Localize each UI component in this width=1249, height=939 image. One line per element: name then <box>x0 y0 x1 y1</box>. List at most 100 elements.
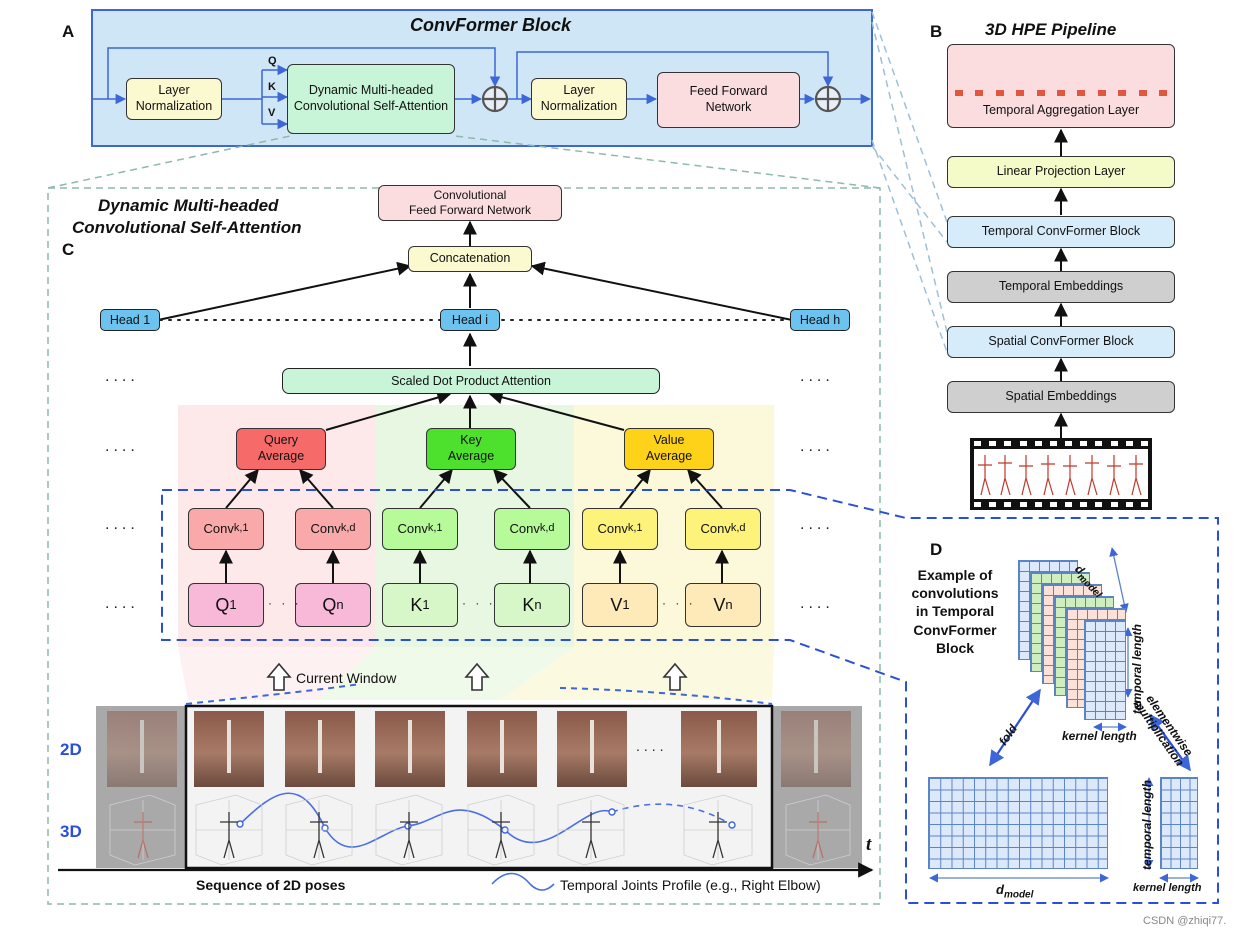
dmcsa-box: Dynamic Multi-headed Convolutional Self-… <box>287 64 455 134</box>
filmstrip-holes-bottom <box>974 502 1148 507</box>
current-window-label: Current Window <box>296 670 397 686</box>
value-conv-k1-base: Conv <box>597 520 628 536</box>
ellipsis-k: · · · <box>462 596 496 610</box>
q-label: Q <box>268 55 277 67</box>
d-model-bottom-base: d <box>996 882 1004 897</box>
query-conv-kd-sub: k,d <box>340 522 356 535</box>
ellipsis-left-3: .... <box>105 516 139 533</box>
convformer-block-title: ConvFormer Block <box>410 15 572 35</box>
layer-norm-2: Layer Normalization <box>531 78 627 120</box>
query-input-n-base: Q <box>322 594 337 615</box>
add-node-1 <box>481 85 509 113</box>
value-input-n-sub: n <box>725 596 733 612</box>
filmstrip-holes-top <box>974 441 1148 446</box>
panel-letter-d: D <box>930 540 943 559</box>
temporal-length-label-bottom: temporal length <box>1140 779 1154 870</box>
query-average: Query Average <box>236 428 326 470</box>
ellipsis-left-2: .... <box>105 438 139 455</box>
ellipsis-v: · · · <box>662 596 696 610</box>
query-input-1-sub: 1 <box>229 596 237 612</box>
d-model-bottom-sub: model <box>1003 889 1034 901</box>
d-model-label-bottom: dmodel <box>996 882 1033 901</box>
ellipsis-right-3: .... <box>800 516 834 533</box>
key-input-n-base: K <box>522 594 535 615</box>
panel-letter-a: A <box>62 22 75 41</box>
key-input-n-sub: n <box>534 596 542 612</box>
query-conv-k1-base: Conv <box>203 520 234 536</box>
value-average: Value Average <box>624 428 714 470</box>
conv-ffn-box: Convolutional Feed Forward Network <box>378 185 562 221</box>
concatenation-box: Concatenation <box>408 246 532 272</box>
head-i: Head i <box>440 309 500 331</box>
dmcsa-title-line1: Dynamic Multi-headed <box>98 196 279 215</box>
pipeline-title: 3D HPE Pipeline <box>985 20 1117 39</box>
key-conv-kd-sub: k,d <box>539 522 555 535</box>
ellipsis-right-2: .... <box>800 438 834 455</box>
frame-2d-6 <box>681 711 757 787</box>
ellipsis-right-1: .... <box>800 368 834 385</box>
v-label: V <box>268 107 276 119</box>
value-conv-k1-sub: k,1 <box>627 522 643 535</box>
ellipsis-q: · · · <box>268 596 302 610</box>
k-label: K <box>268 81 276 93</box>
value-conv-kd-sub: k,d <box>730 522 746 535</box>
joints-profile-label: Temporal Joints Profile (e.g., Right Elb… <box>560 877 821 893</box>
query-conv-kd-base: Conv <box>310 520 341 536</box>
key-conv-kd-base: Conv <box>509 520 540 536</box>
head-1: Head 1 <box>100 309 160 331</box>
kernel-length-label-bottom: kernel length <box>1133 882 1202 894</box>
value-input-1-base: V <box>610 594 623 615</box>
frame-2d-3 <box>375 711 445 787</box>
ellipsis-frames: .... <box>636 738 668 754</box>
frame-2d-outside-right <box>781 711 851 787</box>
scaled-dot-product-attention: Scaled Dot Product Attention <box>282 368 660 394</box>
sequence-label: Sequence of 2D poses <box>196 877 346 893</box>
spatial-convformer-block: Spatial ConvFormer Block <box>947 326 1175 358</box>
frame-2d-4 <box>467 711 537 787</box>
temporal-aggregation-layer: Temporal Aggregation Layer <box>947 44 1175 128</box>
value-conv-kd-base: Conv <box>700 520 731 536</box>
panel-letter-c: C <box>62 240 75 259</box>
aggregation-tokens <box>955 90 1167 96</box>
kernel-length-label-top: kernel length <box>1062 729 1137 743</box>
key-average: Key Average <box>426 428 516 470</box>
head-h: Head h <box>790 309 850 331</box>
folded-weight-grid <box>928 777 1108 869</box>
frame-2d-5 <box>557 711 627 787</box>
panel-d-caption: Example of convolutions in Temporal Conv… <box>911 567 999 656</box>
value-input-n-base: V <box>713 594 726 615</box>
query-input-1-base: Q <box>215 594 230 615</box>
add-node-2 <box>814 85 842 113</box>
temporal-convformer-block: Temporal ConvFormer Block <box>947 216 1175 248</box>
key-input-1-base: K <box>410 594 423 615</box>
spatial-embeddings: Spatial Embeddings <box>947 381 1175 413</box>
time-axis-label: t <box>866 834 872 855</box>
layer-norm-1: Layer Normalization <box>126 78 222 120</box>
ellipsis-left-4: .... <box>105 595 139 612</box>
key-conv-k1-sub: k,1 <box>427 522 443 535</box>
watermark: CSDN @zhiqi77. <box>1143 915 1227 927</box>
temporal-embeddings: Temporal Embeddings <box>947 271 1175 303</box>
query-input-n-sub: n <box>336 596 344 612</box>
temporal-aggregation-label: Temporal Aggregation Layer <box>982 103 1140 118</box>
key-conv-k1-base: Conv <box>397 520 428 536</box>
kernel-grid <box>1160 777 1198 869</box>
row-2d-label: 2D <box>60 740 82 759</box>
ellipsis-right-4: .... <box>800 595 834 612</box>
row-3d-label: 3D <box>60 822 82 841</box>
tensor-slab-front <box>1084 620 1126 720</box>
